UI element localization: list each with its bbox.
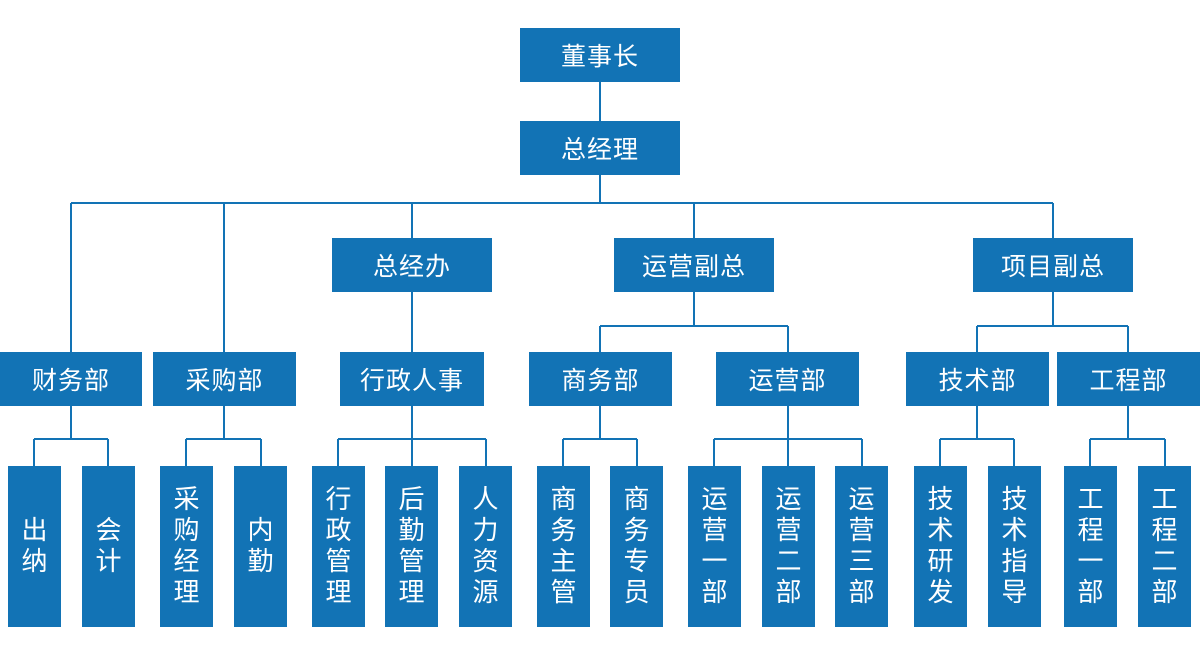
node-char: 专	[623, 546, 650, 577]
node-char: 出	[21, 515, 48, 546]
node-char: 工	[1151, 484, 1178, 515]
node-char: 运	[848, 484, 875, 515]
node-char: 资	[472, 546, 499, 577]
node-char: 导	[1001, 577, 1028, 608]
node-char: 部	[1151, 577, 1178, 608]
node-char: 管	[325, 546, 352, 577]
node-ops-dept-1: 运营一部	[688, 466, 741, 627]
node-char: 发	[927, 577, 954, 608]
node-char: 营	[848, 515, 875, 546]
node-purchasing-manager: 采购经理	[160, 466, 213, 627]
node-human-resources: 人力资源	[459, 466, 512, 627]
node-eng-dept-2: 工程二部	[1138, 466, 1191, 627]
node-char: 主	[550, 546, 577, 577]
node-char: 务	[623, 515, 650, 546]
node-char: 程	[1077, 515, 1104, 546]
node-business-specialist: 商务专员	[610, 466, 663, 627]
node-char: 部	[848, 577, 875, 608]
node-char: 技	[927, 484, 954, 515]
node-project-vice-president: 项目副总	[973, 238, 1133, 292]
node-char: 三	[848, 546, 875, 577]
node-char: 计	[95, 546, 122, 577]
node-char: 纳	[21, 546, 48, 577]
node-char: 理	[325, 577, 352, 608]
node-finance-dept: 财务部	[0, 352, 142, 406]
node-char: 商	[550, 484, 577, 515]
node-char: 运	[701, 484, 728, 515]
node-char: 部	[1077, 577, 1104, 608]
node-char: 运	[775, 484, 802, 515]
node-tech-dept: 技术部	[906, 352, 1049, 406]
node-char: 采	[173, 484, 200, 515]
node-char: 研	[927, 546, 954, 577]
node-char: 勤	[398, 515, 425, 546]
node-char: 二	[1151, 546, 1178, 577]
node-char: 人	[472, 484, 499, 515]
node-char: 勤	[247, 546, 274, 577]
node-purchasing-dept: 采购部	[153, 352, 296, 406]
node-char: 一	[701, 546, 728, 577]
node-logistics-management: 后勤管理	[385, 466, 438, 627]
node-cashier: 出纳	[8, 466, 61, 627]
node-char: 行	[325, 484, 352, 515]
node-business-dept: 商务部	[529, 352, 672, 406]
node-operations-dept: 运营部	[716, 352, 859, 406]
node-char: 商	[623, 484, 650, 515]
node-char: 营	[775, 515, 802, 546]
node-admin-management: 行政管理	[312, 466, 365, 627]
node-business-manager: 商务主管	[537, 466, 590, 627]
node-tech-guidance: 技术指导	[988, 466, 1041, 627]
node-char: 员	[623, 577, 650, 608]
node-accountant: 会计	[82, 466, 135, 627]
node-char: 部	[775, 577, 802, 608]
node-char: 二	[775, 546, 802, 577]
node-char: 理	[173, 577, 200, 608]
node-char: 一	[1077, 546, 1104, 577]
node-char: 经	[173, 546, 200, 577]
node-tech-rd: 技术研发	[914, 466, 967, 627]
node-ops-vice-president: 运营副总	[614, 238, 774, 292]
node-char: 内	[247, 515, 274, 546]
node-char: 力	[472, 515, 499, 546]
node-char: 管	[398, 546, 425, 577]
node-gm-office: 总经办	[332, 238, 492, 292]
node-char: 营	[701, 515, 728, 546]
node-ops-dept-3: 运营三部	[835, 466, 888, 627]
node-char: 政	[325, 515, 352, 546]
node-chairman: 董事长	[520, 28, 680, 82]
node-admin-hr: 行政人事	[340, 352, 484, 406]
node-char: 指	[1001, 546, 1028, 577]
node-ops-dept-2: 运营二部	[762, 466, 815, 627]
node-char: 会	[95, 515, 122, 546]
node-char: 术	[1001, 515, 1028, 546]
node-internal-affairs: 内勤	[234, 466, 287, 627]
node-char: 源	[472, 577, 499, 608]
node-char: 技	[1001, 484, 1028, 515]
node-eng-dept-1: 工程一部	[1064, 466, 1117, 627]
node-char: 后	[398, 484, 425, 515]
node-char: 购	[173, 515, 200, 546]
node-char: 程	[1151, 515, 1178, 546]
node-char: 工	[1077, 484, 1104, 515]
node-char: 部	[701, 577, 728, 608]
node-engineering-dept: 工程部	[1057, 352, 1200, 406]
node-char: 务	[550, 515, 577, 546]
node-general-manager: 总经理	[520, 121, 680, 175]
node-char: 术	[927, 515, 954, 546]
node-char: 理	[398, 577, 425, 608]
node-char: 管	[550, 577, 577, 608]
